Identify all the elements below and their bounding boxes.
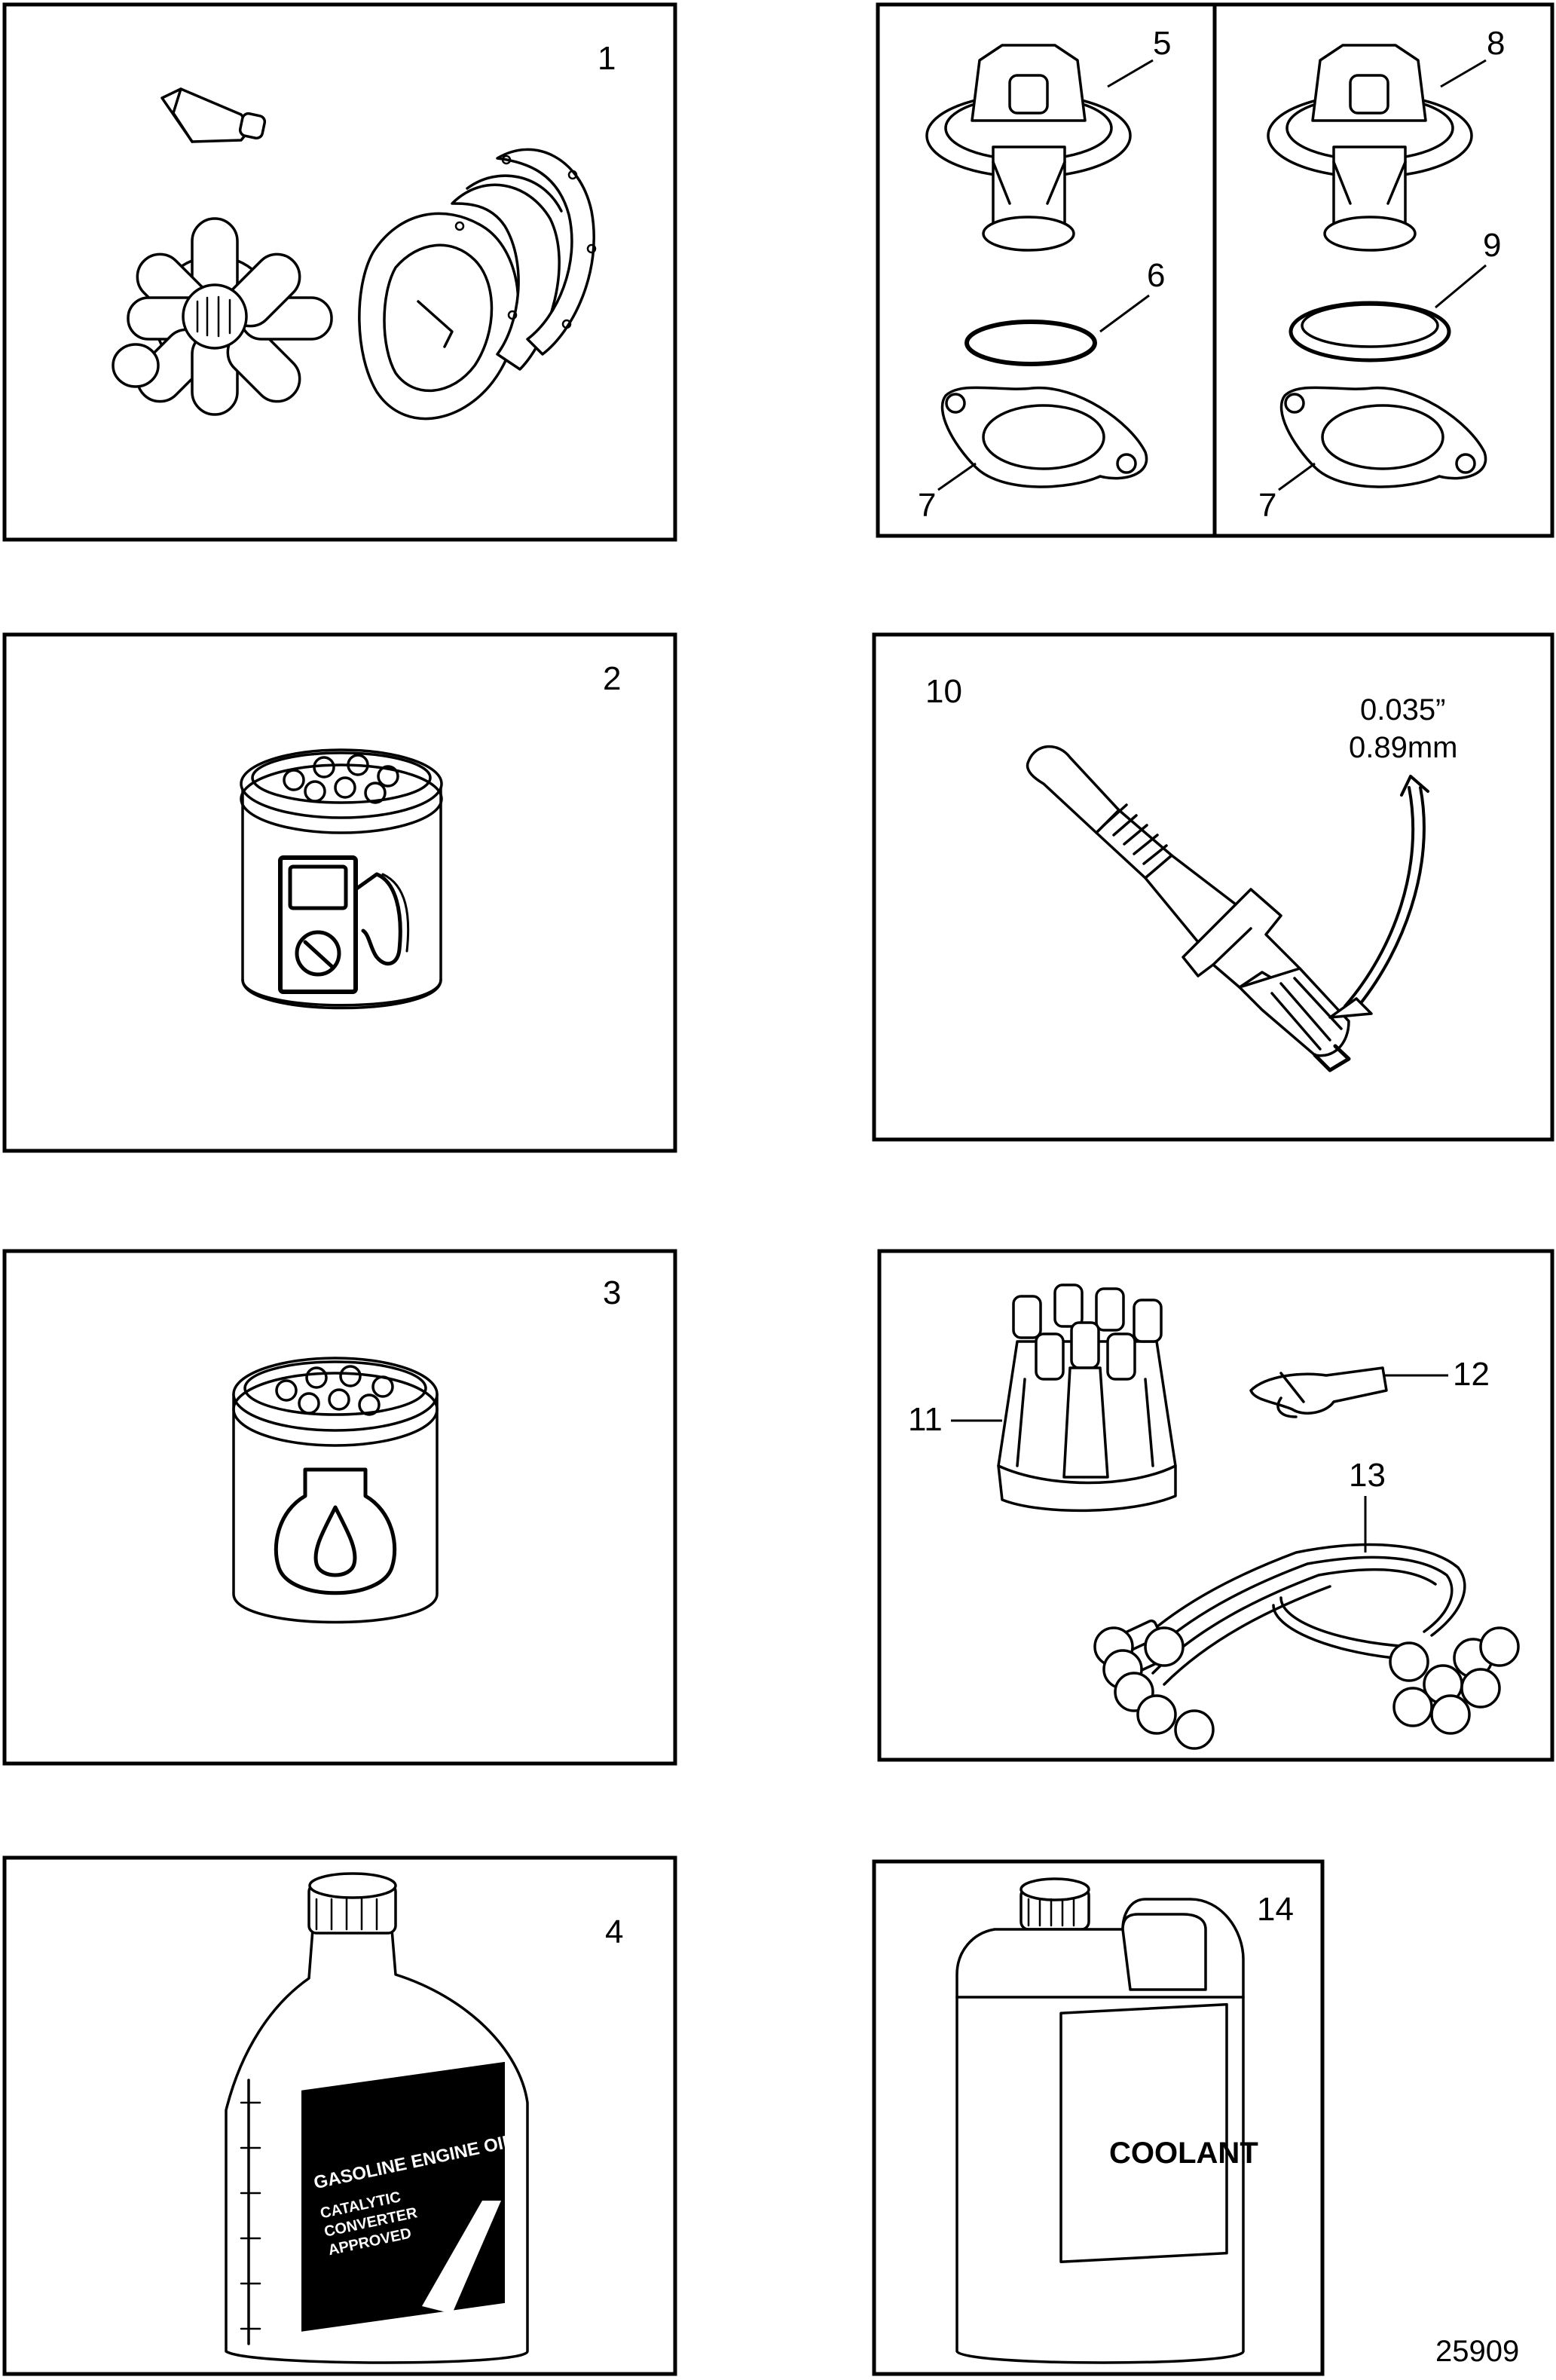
- figure-number: 25909: [1435, 2335, 1519, 2368]
- impeller-icon: [127, 217, 333, 416]
- callout-13: 13: [1349, 1457, 1386, 1494]
- oil-filter-icon: [232, 1357, 439, 1624]
- coolant-label: COOLANT: [1109, 2137, 1258, 2170]
- oil-bottle-icon: GASOLINE ENGINE OIL CATALYTIC CONVERTER …: [225, 1872, 529, 2364]
- panel-spark-plug: 10 0.035” 0.89mm: [872, 632, 1554, 1142]
- ignition-wires-icon: 13: [1093, 1457, 1520, 1750]
- spark-plug-icon: [1026, 745, 1429, 1072]
- callout-3: 3: [603, 1274, 621, 1311]
- oil-drop-icon: [274, 1467, 397, 1595]
- panel-fuel-filter: 2: [2, 632, 677, 1153]
- panel-oil-filter: 3: [2, 1249, 677, 1766]
- panel-impeller-kit: 1: [2, 2, 677, 542]
- rotor-icon: [1249, 1366, 1388, 1418]
- panel-thermostats: 5 6 7 8 9: [876, 2, 1554, 538]
- coolant-jug-icon: COOLANT: [955, 1877, 1258, 2364]
- callout-2: 2: [603, 660, 621, 697]
- callout-8: 8: [1487, 25, 1505, 62]
- fuel-pump-icon: [278, 855, 410, 994]
- o-ring-icon: [964, 320, 1097, 366]
- panel-coolant: 14 COOLANT: [872, 1859, 1325, 2376]
- callout-14: 14: [1257, 1891, 1294, 1928]
- seal-ring-icon: [1289, 301, 1451, 363]
- callout-4: 4: [605, 1913, 623, 1950]
- callout-7b: 7: [1258, 487, 1276, 524]
- cap-icon: [112, 343, 160, 388]
- callout-5: 5: [1153, 25, 1171, 62]
- panel-engine-oil: 4 GASOLINE ENGINE OIL CATALYTIC CONVERTE…: [2, 1855, 677, 2376]
- callout-10: 10: [925, 673, 962, 710]
- callout-11: 11: [908, 1401, 943, 1438]
- grease-tube-icon: [160, 87, 267, 143]
- thermostat-icon: [1267, 44, 1473, 252]
- distributor-cap-icon: [997, 1283, 1177, 1513]
- gasket-icon: [940, 386, 1148, 488]
- callout-9: 9: [1483, 227, 1501, 264]
- pump-plates-icon: [358, 148, 597, 421]
- callout-1: 1: [598, 40, 616, 77]
- callout-7a: 7: [918, 487, 936, 524]
- callout-12: 12: [1453, 1356, 1490, 1393]
- thermostat-icon: [925, 44, 1132, 252]
- callout-6: 6: [1147, 257, 1165, 294]
- fuel-filter-icon: [240, 748, 443, 1010]
- panel-ignition-parts: 11 12 13: [877, 1249, 1554, 1762]
- oil-bottle-label: [301, 2061, 505, 2332]
- gasket-icon: [1279, 386, 1487, 488]
- gap-inch: 0.035”: [1360, 693, 1445, 727]
- gap-mm: 0.89mm: [1349, 731, 1458, 764]
